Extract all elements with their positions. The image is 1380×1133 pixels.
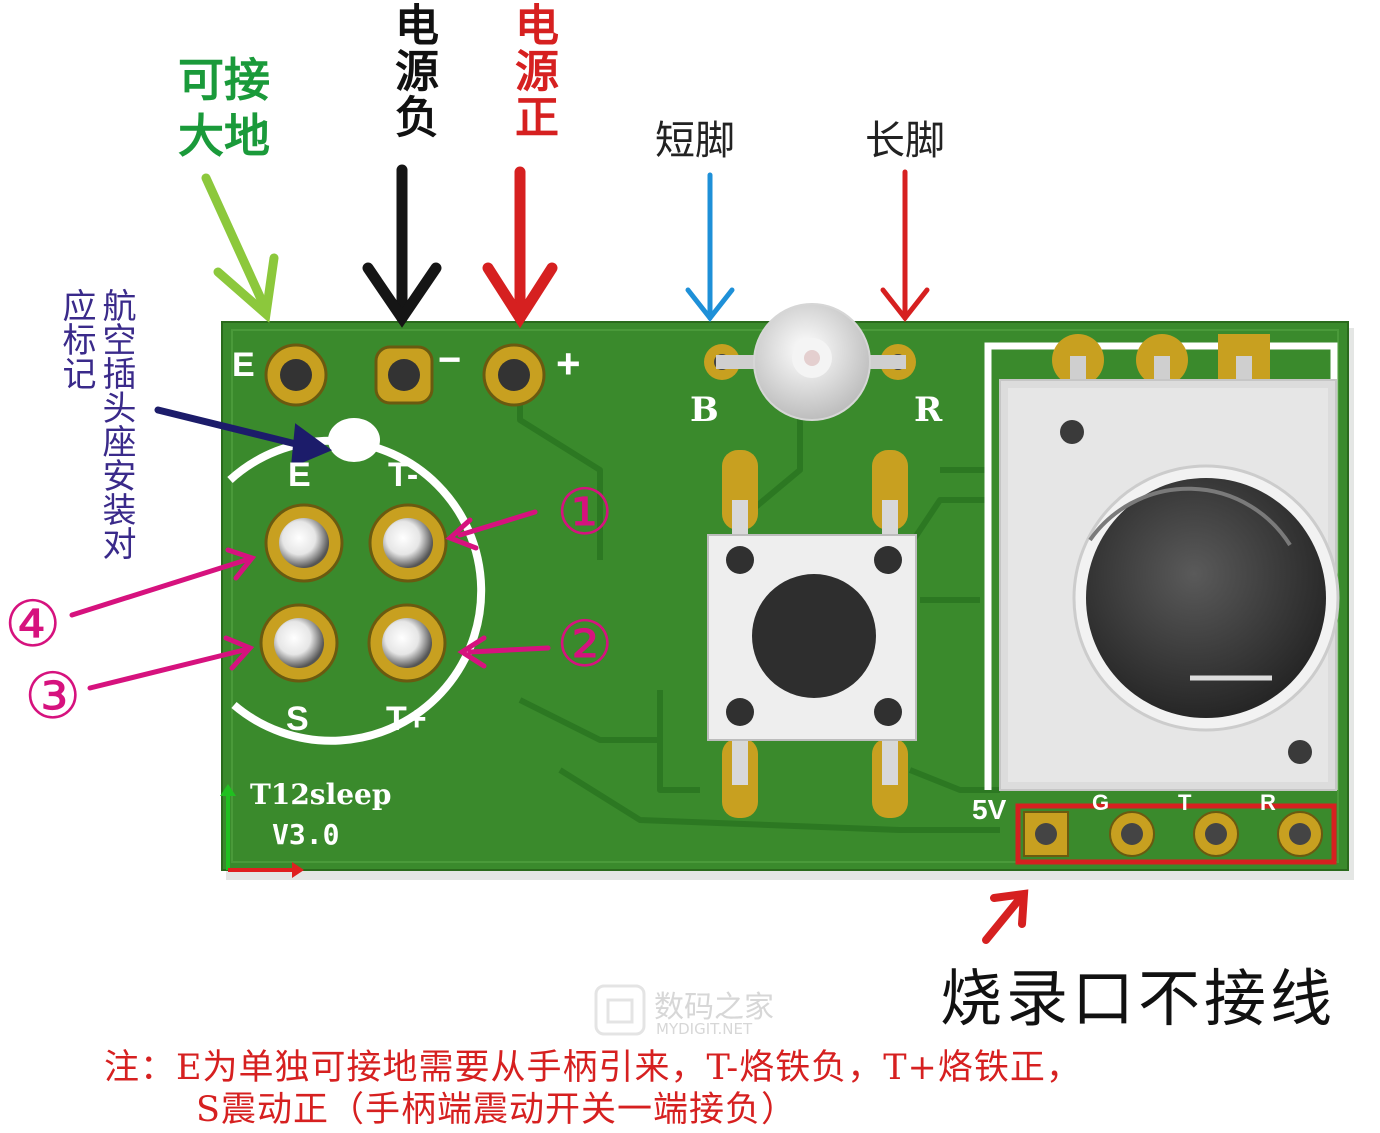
arrow-socket-mark [154, 406, 304, 449]
led-r-label: R [914, 390, 943, 430]
arrow-marker-3 [87, 647, 247, 691]
socket-pads [259, 503, 448, 683]
pad-e-label: E [232, 346, 255, 384]
tact-switch [707, 450, 917, 818]
marker-2: ② [556, 608, 614, 682]
header-t-label: T [1178, 790, 1192, 815]
arrow-marker-4 [69, 557, 249, 618]
socket-t-plus-label: T+ [386, 700, 427, 738]
board-version: V3.0 [272, 818, 340, 851]
top-arrows [69, 164, 1029, 944]
note-line-1: 注：E为单独可接地需要从手柄引来，T-烙铁负，T+烙铁正， [104, 1048, 1082, 1088]
arrow-marker-1 [457, 509, 538, 538]
power-positive-label: 电源正 [507, 2, 558, 140]
header-g-label: G [1092, 790, 1110, 815]
socket-s-label: S [286, 700, 309, 738]
led-b-label: B [690, 390, 719, 430]
marker-3: ③ [24, 660, 82, 734]
origin-axes [220, 784, 304, 878]
rotary-encoder [984, 334, 1340, 791]
socket-e-label: E [288, 456, 311, 494]
long-leg-label: 长脚 [865, 118, 945, 164]
pad-minus-label: − [438, 338, 462, 382]
marker-4: ④ [4, 588, 62, 662]
arrow-marker-2 [467, 645, 551, 655]
note-line-2: S震动正（手柄端震动开关一端接负） [196, 1090, 797, 1130]
header-highlight-box [1015, 803, 1337, 865]
led [704, 303, 916, 421]
marker-1: ① [556, 476, 614, 550]
power-pads [264, 343, 546, 407]
burn-port-note: 烧录口不接线 [940, 962, 1337, 1035]
watermark-text: 数码之家 [654, 990, 774, 1025]
arrow-ground [201, 173, 271, 315]
pad-plus-label: + [556, 340, 581, 387]
socket-mark-label: 航空插头座安装对应标记 [56, 288, 136, 560]
watermark-url: MYDIGIT.NET [656, 1020, 753, 1038]
short-leg-label: 短脚 [655, 118, 735, 164]
socket-t-minus-label: T- [388, 456, 419, 494]
arrow-burn-port [982, 892, 1026, 944]
board-name: T12sleep [250, 778, 392, 811]
watermark-logo [594, 984, 646, 1036]
header-5v-label: 5V [972, 794, 1007, 825]
power-negative-label: 电源负 [387, 2, 438, 140]
ground-label: 可接大地 [178, 53, 270, 163]
program-header [1015, 803, 1337, 865]
header-r-label: R [1260, 790, 1276, 815]
